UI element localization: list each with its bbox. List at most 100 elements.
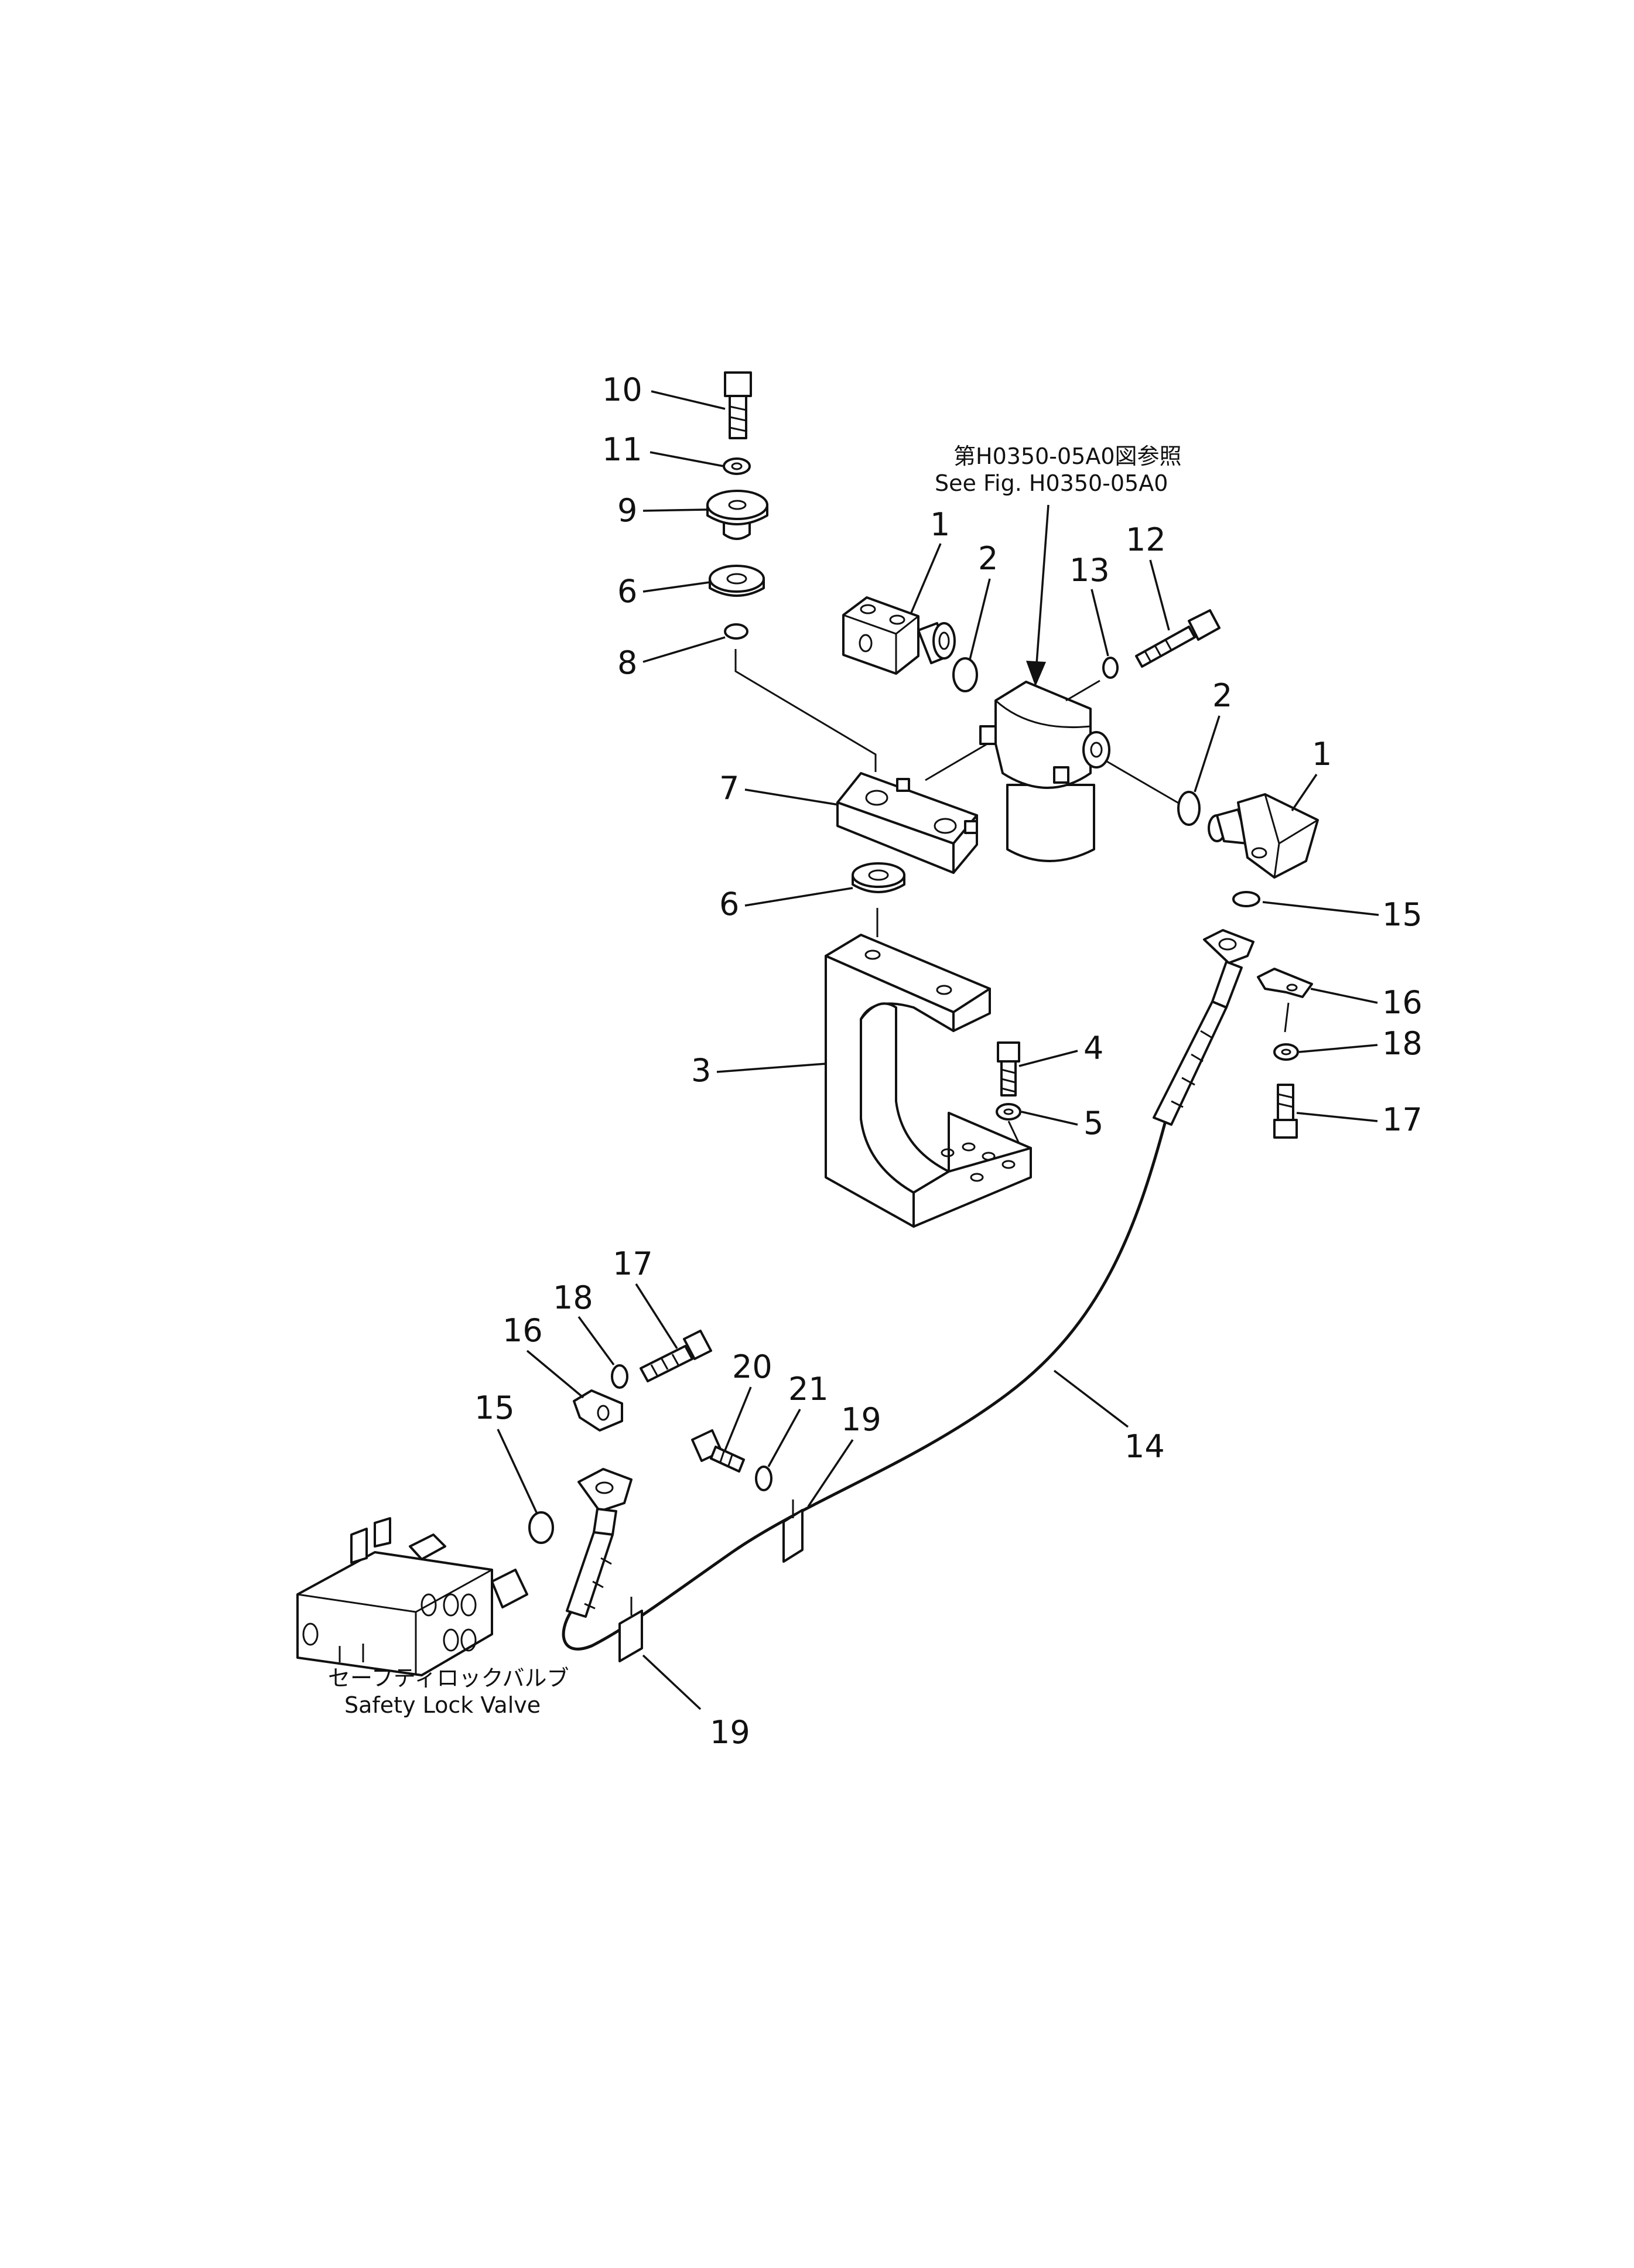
part-21-washer — [755, 1466, 772, 1491]
leader-17-upper — [1296, 1112, 1378, 1122]
part-6-cushion-upper — [709, 565, 765, 597]
part-13-centerline — [1065, 679, 1100, 702]
part-15-o-ring-lower — [528, 1511, 554, 1544]
part-4-bolt — [997, 1041, 1020, 1097]
leader-5 — [1021, 1111, 1078, 1126]
valve-label-english: Safety Lock Valve — [344, 1692, 541, 1718]
callout-10: 10 — [602, 371, 642, 408]
reference-arrow-head — [1026, 661, 1046, 686]
hose-upper-end-fitting — [1153, 929, 1254, 1126]
leader-1-left — [910, 543, 942, 613]
leader-18-lower — [577, 1316, 615, 1366]
part-8-o-ring — [724, 623, 748, 640]
part-19-clamp-upper — [782, 1500, 804, 1563]
callout-18-lower: 18 — [553, 1279, 593, 1316]
part-19-clamp-lower — [618, 1597, 643, 1662]
part-17-bolt-upper — [1273, 1084, 1298, 1139]
callout-16-upper: 16 — [1382, 984, 1423, 1021]
leader-17-lower — [635, 1283, 678, 1349]
part-16-centerline — [1284, 1002, 1290, 1033]
leader-16-lower — [526, 1350, 584, 1399]
callout-15-upper: 15 — [1382, 896, 1423, 933]
part-6-cushion-lower — [852, 862, 905, 893]
leader-19-upper — [807, 1439, 854, 1507]
callout-14: 14 — [1124, 1428, 1165, 1465]
leader-18-upper — [1298, 1044, 1378, 1053]
leader-6-upper — [642, 581, 710, 593]
leader-4 — [1018, 1050, 1078, 1067]
callout-9: 9 — [617, 492, 637, 529]
leader-8 — [642, 636, 726, 663]
filter-to-oring-line — [1106, 760, 1180, 805]
part-5-centerline — [1007, 1121, 1020, 1144]
part-15-o-ring-upper — [1232, 891, 1260, 907]
callout-20: 20 — [732, 1348, 772, 1385]
callout-17-upper: 17 — [1382, 1101, 1423, 1138]
leader-1-right — [1291, 774, 1318, 811]
callout-12: 12 — [1126, 521, 1166, 558]
part-10-bolt — [724, 371, 752, 439]
callout-8: 8 — [617, 644, 637, 681]
part-20-bolt — [691, 1429, 745, 1473]
leader-15-upper — [1262, 901, 1379, 916]
leader-11 — [650, 451, 724, 467]
part-2-o-ring-right — [1177, 791, 1201, 826]
part-11-washer — [723, 457, 751, 475]
callout-19-lower: 19 — [710, 1714, 750, 1751]
reference-arrow-line — [1034, 504, 1050, 680]
leader-13 — [1091, 589, 1109, 657]
callout-2-left: 2 — [978, 540, 998, 577]
callout-2-right: 2 — [1212, 677, 1232, 714]
callout-5: 5 — [1083, 1105, 1103, 1142]
leader-7 — [744, 788, 839, 806]
filter-assembly — [979, 681, 1110, 862]
leader-16-upper — [1310, 988, 1378, 1004]
callout-6-upper: 6 — [617, 573, 637, 610]
part-16-clip-lower — [573, 1389, 623, 1432]
callout-16-lower: 16 — [502, 1312, 543, 1349]
part-14-hose — [562, 1121, 1167, 1651]
leader-9 — [642, 508, 708, 512]
callout-1-left: 1 — [930, 506, 950, 543]
leader-15-lower — [497, 1429, 538, 1513]
callouts: 10 11 9 6 8 1 2 13 12 2 1 7 6 15 16 18 1 — [474, 371, 1423, 1751]
part-17-bolt-lower — [640, 1330, 712, 1382]
part-18-washer-lower — [611, 1364, 628, 1389]
leader-3 — [716, 1063, 826, 1073]
callout-15-lower: 15 — [474, 1389, 515, 1426]
part-1-elbow-fitting-right — [1208, 793, 1319, 879]
reference-note-japanese: 第H0350-05A0図参照 — [953, 443, 1182, 469]
part-1-elbow-fitting-left — [842, 596, 956, 675]
callout-3: 3 — [691, 1052, 711, 1089]
hose-lower-end-fitting — [566, 1468, 633, 1618]
valve-label-japanese: セーフティロックバルブ — [328, 1665, 569, 1691]
leader-20 — [724, 1386, 752, 1451]
leader-6-lower — [744, 887, 853, 907]
leader-14 — [1053, 1369, 1129, 1428]
part-2-o-ring-left — [952, 657, 978, 692]
reference-note-english: See Fig. H0350-05A0 — [935, 470, 1168, 496]
part-16-clip-upper — [1257, 968, 1313, 998]
leader-12 — [1149, 559, 1170, 631]
safety-lock-valve — [296, 1517, 528, 1676]
callout-18-upper: 18 — [1382, 1025, 1423, 1062]
callout-6-lower: 6 — [719, 886, 739, 923]
leader-21 — [767, 1409, 801, 1467]
leader-19-lower — [642, 1654, 702, 1710]
part-13-washer — [1102, 657, 1119, 679]
part-7-bracket-plate — [836, 772, 978, 874]
callout-21: 21 — [788, 1371, 829, 1408]
part-8-centerline — [734, 649, 877, 772]
leader-2-left — [969, 578, 991, 660]
callout-13: 13 — [1069, 552, 1110, 589]
part-5-washer — [996, 1103, 1021, 1121]
callout-7: 7 — [719, 770, 739, 807]
part-12-bolt — [1135, 609, 1221, 668]
part-3-c-bracket — [825, 934, 1032, 1228]
callout-17-lower: 17 — [613, 1245, 653, 1282]
callout-4: 4 — [1083, 1030, 1103, 1067]
callout-11: 11 — [602, 431, 642, 468]
part-18-washer-upper — [1273, 1043, 1299, 1061]
leader-10 — [651, 390, 726, 410]
